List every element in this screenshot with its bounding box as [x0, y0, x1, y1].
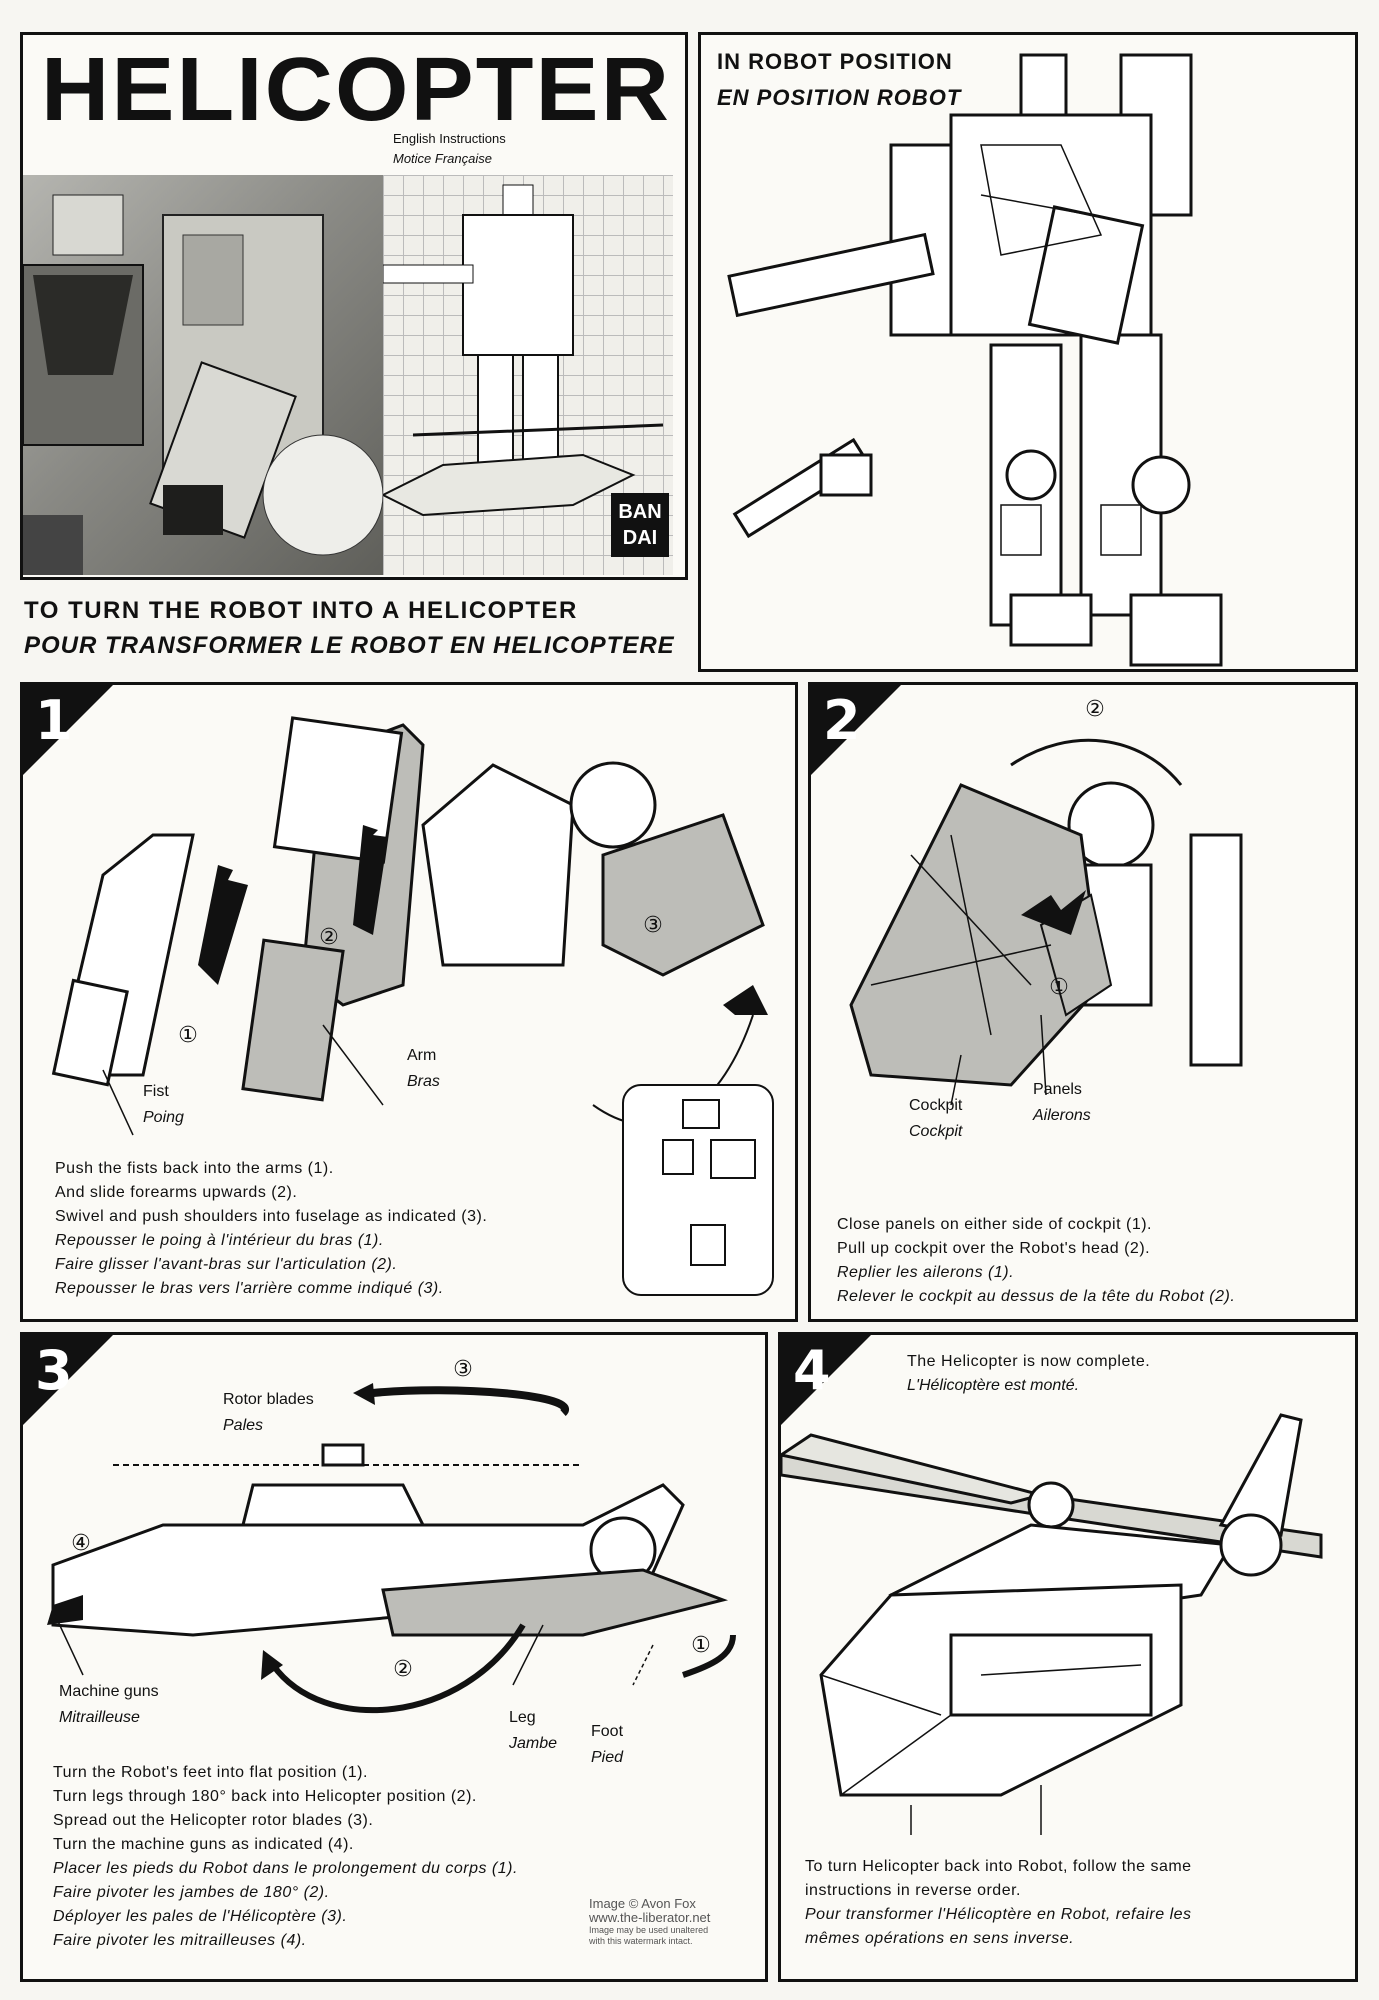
rotor-blades-label: Rotor blades Pales: [223, 1389, 314, 1437]
step-3-number: 3: [35, 1339, 73, 1402]
step-1-instructions: Push the fists back into the arms (1). A…: [55, 1157, 487, 1301]
step-4-illustration: [781, 1413, 1323, 1835]
leg-label-en: Leg: [509, 1709, 536, 1726]
watermark: Image © Avon Fox www.the-liberator.net I…: [589, 1897, 710, 1947]
step-4-line-4: mêmes opérations en sens inverse.: [805, 1930, 1075, 1947]
step-3-line-4: Turn the machine guns as indicated (4).: [53, 1836, 354, 1853]
rotor-label-en: Rotor blades: [223, 1391, 314, 1408]
step-4-line-3: Pour transformer l'Hélicoptère en Robot,…: [805, 1906, 1192, 1923]
step-3-line-5: Placer les pieds du Robot dans le prolon…: [53, 1860, 518, 1877]
watermark-line-1: Image © Avon Fox: [589, 1896, 696, 1911]
leg-label-fr: Jambe: [509, 1735, 558, 1752]
step-3-marker-1: ①: [691, 1632, 711, 1657]
step-4-number: 4: [793, 1339, 831, 1402]
machine-guns-label: Machine guns Mitrailleuse: [59, 1681, 159, 1729]
guns-label-fr: Mitrailleuse: [59, 1709, 140, 1726]
step-1-line-2: And slide forearms upwards (2).: [55, 1184, 298, 1201]
step-3-marker-4: ④: [71, 1530, 91, 1555]
robot-position-heading-en: IN ROBOT POSITION: [717, 49, 953, 74]
step-2-line-3: Replier les ailerons (1).: [837, 1264, 1015, 1281]
step-4-complete-fr: L'Hélicoptère est monté.: [907, 1377, 1080, 1394]
step-4-line-1: To turn Helicopter back into Robot, foll…: [805, 1858, 1192, 1875]
step-3-line-8: Faire pivoter les mitrailleuses (4).: [53, 1932, 307, 1949]
leg-label: Leg Jambe: [509, 1707, 557, 1755]
step-3-line-1: Turn the Robot's feet into flat position…: [53, 1764, 368, 1781]
step-1-marker-1: ①: [178, 1022, 198, 1047]
guns-label-en: Machine guns: [59, 1683, 159, 1700]
step-4-line-2: instructions in reverse order.: [805, 1882, 1021, 1899]
brand-line1: BAN: [618, 501, 662, 523]
step-1-line-6: Repousser le bras vers l'arrière comme i…: [55, 1280, 444, 1297]
product-photo: [23, 175, 383, 575]
step-3-corner: [23, 1335, 113, 1425]
box-art-drawing: [383, 175, 673, 575]
step-3-line-2: Turn legs through 180° back into Helicop…: [53, 1788, 477, 1805]
panels-label: Panels Ailerons: [1033, 1079, 1091, 1127]
step-1-line-5: Faire glisser l'avant-bras sur l'articul…: [55, 1256, 398, 1273]
fist-label: Fist Poing: [143, 1081, 184, 1129]
step-3-line-7: Déployer les pales de l'Hélicoptère (3).: [53, 1908, 348, 1925]
step-2-marker-1: ①: [1049, 974, 1069, 999]
step-1-illustration: [51, 716, 774, 1296]
robot-position-panel: IN ROBOT POSITION EN POSITION ROBOT: [698, 32, 1358, 672]
watermark-line-2: www.the-liberator.net: [589, 1910, 711, 1925]
arm-label-fr: Bras: [407, 1073, 440, 1090]
cockpit-label-en: Cockpit: [909, 1097, 963, 1114]
step-2-line-1: Close panels on either side of cockpit (…: [837, 1216, 1152, 1233]
foot-label: Foot Pied: [591, 1721, 623, 1769]
cockpit-label: Cockpit Cockpit: [909, 1095, 962, 1143]
panels-label-en: Panels: [1033, 1081, 1082, 1098]
watermark-line-3: Image may be used unaltered: [589, 1925, 709, 1935]
step-4-instructions: To turn Helicopter back into Robot, foll…: [805, 1855, 1192, 1951]
bandai-logo: BAN DAI: [611, 493, 669, 557]
step-1-number: 1: [35, 689, 73, 752]
step-3-marker-3: ③: [453, 1356, 473, 1381]
page-title: HELICOPTER: [41, 40, 672, 140]
step-1-line-3: Swivel and push shoulders into fuselage …: [55, 1208, 488, 1225]
step-1-marker-2: ②: [319, 924, 339, 949]
step-3-marker-2: ②: [393, 1656, 413, 1681]
robot-photo-illustration: [23, 194, 383, 575]
step-1-line-4: Repousser le poing à l'intérieur du bras…: [55, 1232, 384, 1249]
step-3-panel: 3 ① ② ③ ④ Rotor blades Pales Machine gun…: [20, 1332, 768, 1982]
step-3-line-6: Faire pivoter les jambes de 180° (2).: [53, 1884, 330, 1901]
subtitle-english: English Instructions: [393, 131, 506, 146]
fist-label-en: Fist: [143, 1083, 169, 1100]
step-2-line-2: Pull up cockpit over the Robot's head (2…: [837, 1240, 1151, 1257]
step-3-line-3: Spread out the Helicopter rotor blades (…: [53, 1812, 374, 1829]
robot-line-drawing: [727, 53, 1223, 667]
step-1-line-1: Push the fists back into the arms (1).: [55, 1160, 334, 1177]
step-2-panel: 2 ① ② Cockpit Cockpit Panels Ailerons Cl…: [808, 682, 1358, 1322]
robot-position-heading-fr: EN POSITION ROBOT: [717, 85, 962, 110]
arm-label: Arm Bras: [407, 1045, 440, 1093]
transform-heading-fr: POUR TRANSFORMER LE ROBOT EN HELICOPTERE: [24, 632, 675, 659]
step-3-illustration: [47, 1383, 736, 1714]
step-2-illustration: [849, 738, 1243, 1106]
subtitle-french: Motice Française: [393, 151, 492, 166]
foot-label-fr: Pied: [591, 1749, 624, 1766]
step-2-corner: [811, 685, 901, 775]
step-1-corner: [23, 685, 113, 775]
fist-label-fr: Poing: [143, 1109, 184, 1126]
step-2-number: 2: [823, 689, 861, 752]
rotor-label-fr: Pales: [223, 1417, 264, 1434]
arm-label-en: Arm: [407, 1047, 437, 1064]
step-1-marker-3: ③: [643, 912, 663, 937]
cockpit-label-fr: Cockpit: [909, 1123, 963, 1140]
brand-line2: DAI: [622, 527, 658, 549]
step-4-corner: [781, 1335, 871, 1425]
header-panel: HELICOPTER English Instructions Motice F…: [20, 32, 688, 580]
step-4-complete-en: The Helicopter is now complete.: [907, 1353, 1151, 1370]
step-3-instructions: Turn the Robot's feet into flat position…: [53, 1761, 518, 1953]
foot-label-en: Foot: [591, 1723, 624, 1740]
step-2-line-4: Relever le cockpit au dessus de la tête …: [837, 1288, 1236, 1305]
watermark-line-4: with this watermark intact.: [589, 1936, 693, 1946]
panels-label-fr: Ailerons: [1033, 1107, 1091, 1124]
step-1-panel: 1 ①: [20, 682, 798, 1322]
step-4-panel: 4 The Helicopter is now complete. L'Héli…: [778, 1332, 1358, 1982]
step-2-instructions: Close panels on either side of cockpit (…: [837, 1213, 1235, 1309]
step-2-marker-2: ②: [1085, 696, 1105, 721]
transform-heading-en: TO TURN THE ROBOT INTO A HELICOPTER: [24, 597, 578, 624]
